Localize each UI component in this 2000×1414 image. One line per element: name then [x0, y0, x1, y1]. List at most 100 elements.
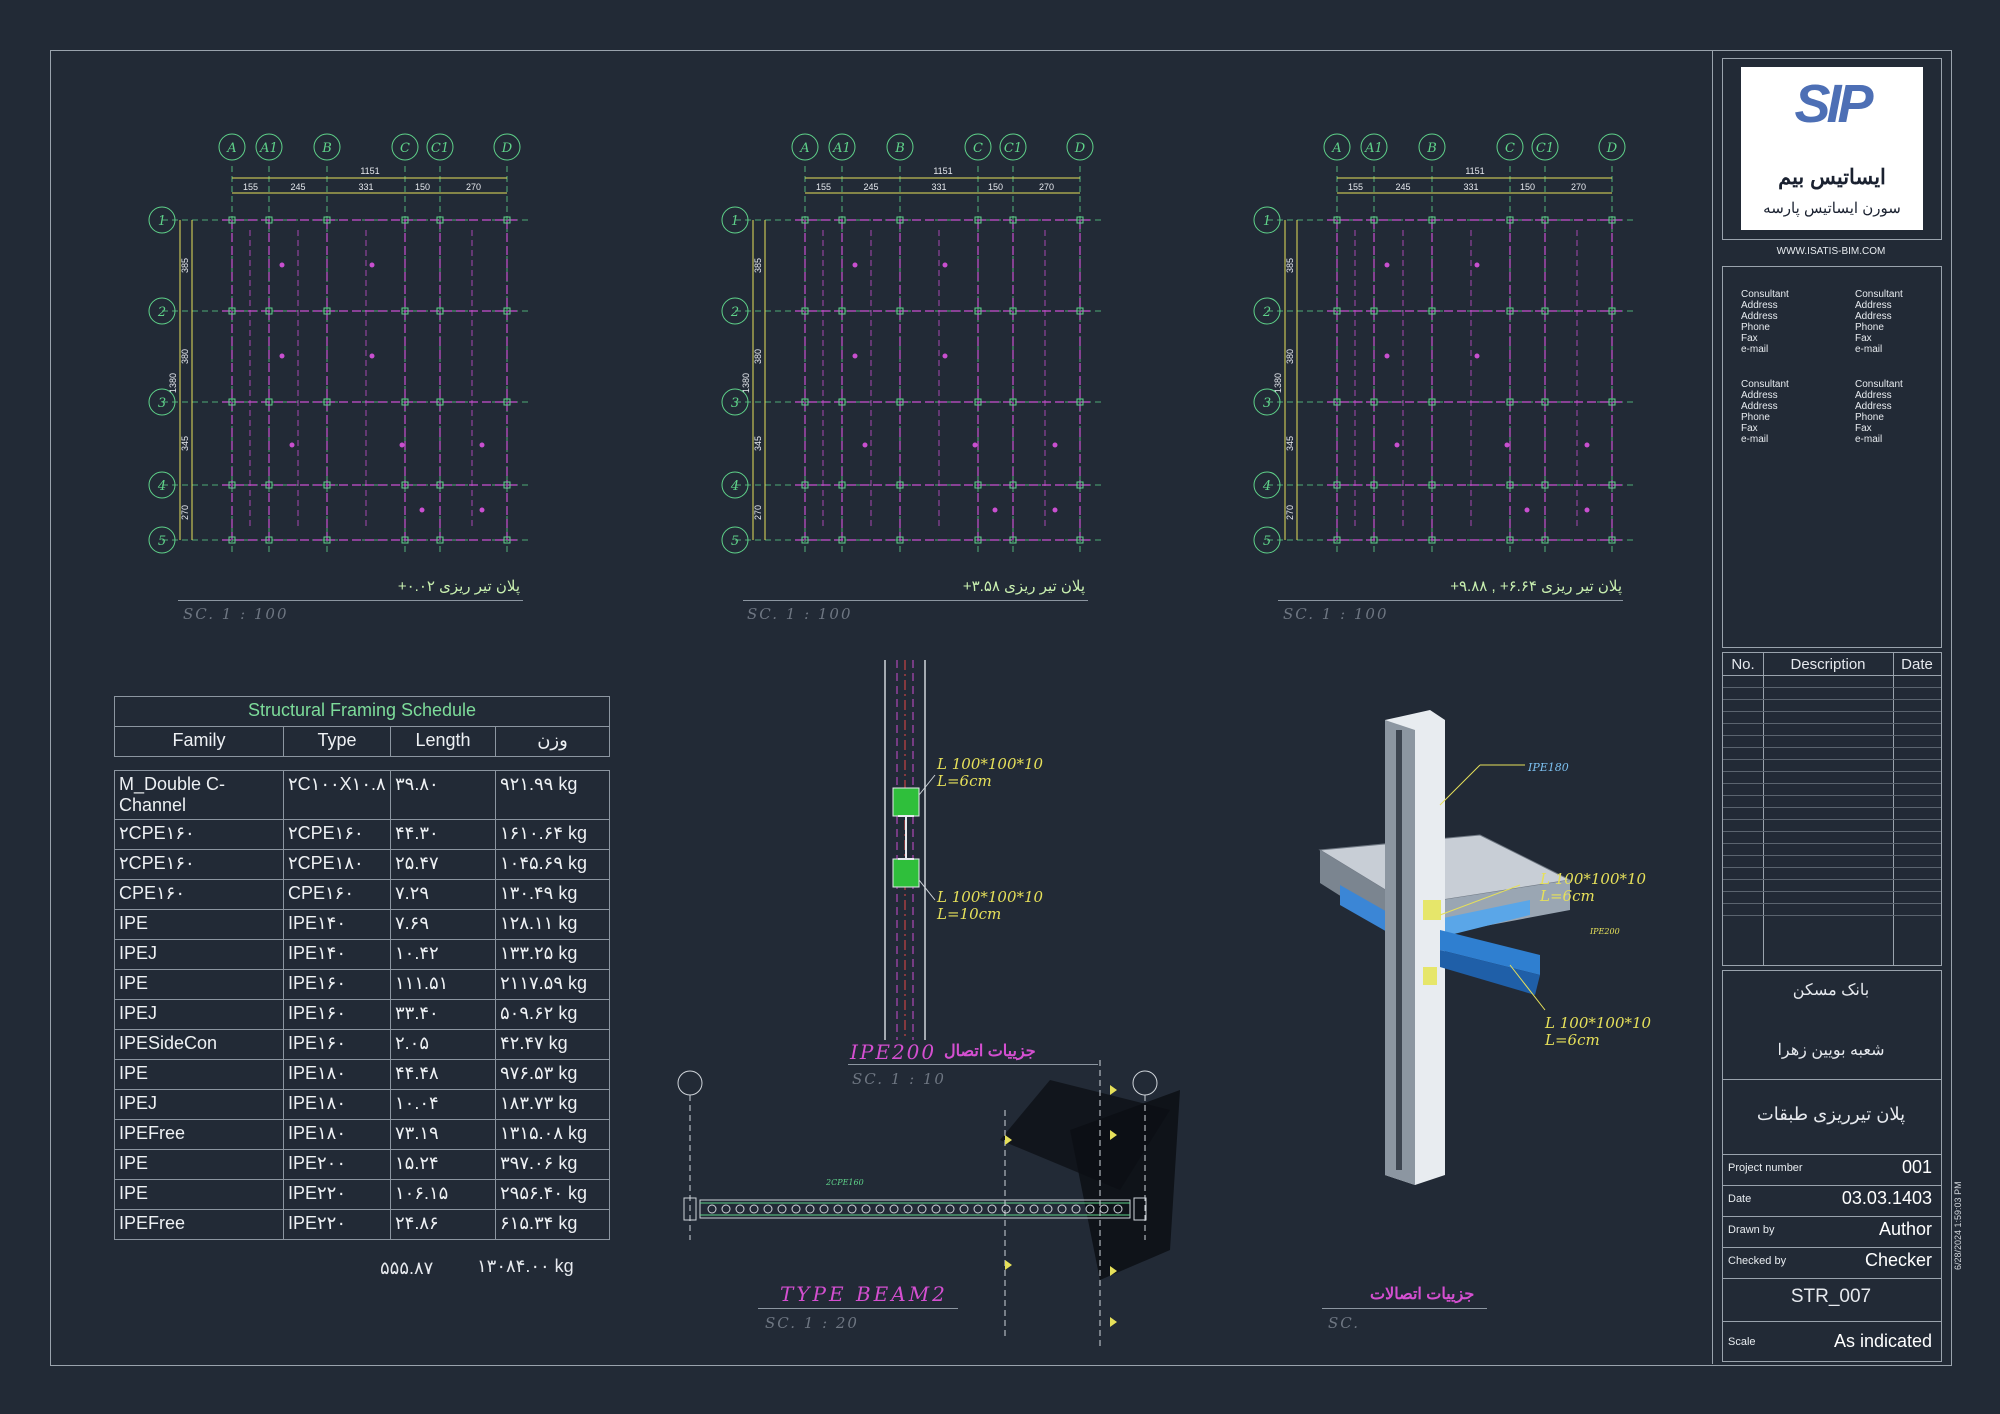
column-mark — [1506, 398, 1514, 406]
ipe200-note2b: L=10cm — [937, 905, 1002, 923]
grid-bubble-col — [391, 133, 419, 161]
schedule-cell: IPE۱۶۰ — [283, 969, 391, 1000]
joint-dot — [992, 507, 998, 513]
column-mark — [896, 536, 904, 544]
column-mark — [1009, 216, 1017, 224]
dim-segment: 331 — [358, 182, 373, 192]
joint-dot — [1384, 353, 1390, 359]
schedule-cell: IPEFree — [114, 1209, 284, 1240]
joint-dot — [1384, 262, 1390, 268]
column-mark — [1370, 536, 1378, 544]
column-mark — [503, 216, 511, 224]
3d-note1: L 100*100*10 — [1540, 870, 1647, 888]
joint-dot — [369, 262, 375, 268]
date-label: Date — [1728, 1193, 1752, 1205]
grid-bubble-row — [148, 471, 176, 499]
joint-dot — [1052, 507, 1058, 513]
joint-dot — [289, 442, 295, 448]
schedule-total-length: ۵۵۵.۸۷ — [380, 1258, 434, 1278]
column-mark — [1370, 216, 1378, 224]
rev-no-header: No. — [1731, 656, 1755, 673]
beam-hole — [973, 1204, 983, 1214]
website: WWW.ISATIS-BIM.COM — [1776, 246, 1886, 257]
joint-dot — [852, 262, 858, 268]
schedule-cell: ۱۸۳.۷۳ kg — [495, 1089, 610, 1120]
dim-side-total: 1380 — [741, 373, 751, 393]
dim-side: 345 — [753, 436, 763, 451]
dim-side: 380 — [753, 349, 763, 364]
logo-panel: SIP ایساتیس بیم سورن ایساتیس پارسه — [1741, 67, 1923, 230]
revision-row — [1723, 903, 1941, 904]
dim-side: 345 — [1285, 436, 1295, 451]
column-mark — [1608, 307, 1616, 315]
grid-label-row: 3 — [158, 396, 166, 411]
beam-hole — [1085, 1204, 1095, 1214]
grid-label-row: 4 — [157, 479, 166, 494]
consultant-line: e-mail — [1855, 344, 1883, 355]
column-mark — [974, 536, 982, 544]
revision-row — [1723, 831, 1941, 832]
dim-segment: 245 — [290, 182, 305, 192]
rev-description-header: Description — [1790, 656, 1866, 673]
joint-dot — [1584, 442, 1590, 448]
schedule-cell: ۲CPE۱۶۰ — [114, 819, 284, 850]
schedule-cell: ۲۵.۴۷ — [390, 849, 496, 880]
schedule-cell: ۲۴.۸۶ — [390, 1209, 496, 1240]
column-mark — [323, 398, 331, 406]
beam-hole — [1071, 1204, 1081, 1214]
column-mark — [801, 398, 809, 406]
grid-bubble-row — [721, 526, 749, 554]
dim-segment: 270 — [1571, 182, 1586, 192]
column-mark — [1009, 536, 1017, 544]
consultant-label: Consultant — [1855, 379, 1903, 390]
column-mark — [838, 398, 846, 406]
column-mark — [974, 216, 982, 224]
3d-note2b: L=6cm — [1545, 1031, 1600, 1049]
grid-label-col: A — [1331, 141, 1341, 156]
grid-label-col: B — [321, 141, 332, 156]
dim-side: 380 — [180, 349, 190, 364]
title-block — [1712, 50, 1951, 1364]
label-ipe200: IPE200 — [1590, 927, 1620, 936]
consultant-line: Phone — [1741, 322, 1770, 333]
grid-label-col: D — [501, 141, 513, 156]
consultant-line: e-mail — [1855, 434, 1883, 445]
column-mark — [323, 536, 331, 544]
date-value: 03.03.1403 — [1841, 1188, 1932, 1208]
column-mark — [1428, 216, 1436, 224]
sheet-info-box — [1722, 970, 1942, 1362]
revision-row — [1723, 915, 1941, 916]
schedule-cell: IPE — [114, 1059, 284, 1090]
schedule-cell: IPE۱۶۰ — [283, 999, 391, 1030]
revision-row — [1723, 735, 1941, 736]
consultant-line: Phone — [1855, 412, 1884, 423]
column-mark — [1076, 307, 1084, 315]
col-family: Family — [114, 726, 284, 757]
grid-bubble-row — [1253, 206, 1281, 234]
grid-label-col: B — [1426, 141, 1437, 156]
schedule-cell: IPE — [114, 969, 284, 1000]
column-mark — [1541, 307, 1549, 315]
joint-dot — [1584, 507, 1590, 513]
schedule-cell: IPEJ — [114, 999, 284, 1030]
schedule-cell: IPEJ — [114, 939, 284, 970]
consultant-line: Address — [1741, 311, 1778, 322]
beam-hole — [931, 1204, 941, 1214]
consultant-line: Phone — [1741, 412, 1770, 423]
column-mark — [1076, 398, 1084, 406]
grid-bubble-col — [1598, 133, 1626, 161]
schedule-cell: IPESideCon — [114, 1029, 284, 1060]
grid-label-col: A1 — [832, 141, 851, 156]
joint-dot — [399, 442, 405, 448]
consultant-line: Address — [1741, 300, 1778, 311]
grid-bubble-col — [1496, 133, 1524, 161]
grid-bubble-row — [721, 388, 749, 416]
column-mark — [896, 481, 904, 489]
column-mark — [1608, 216, 1616, 224]
beam-hole — [721, 1204, 731, 1214]
schedule-cell: ۷۳.۱۹ — [390, 1119, 496, 1150]
